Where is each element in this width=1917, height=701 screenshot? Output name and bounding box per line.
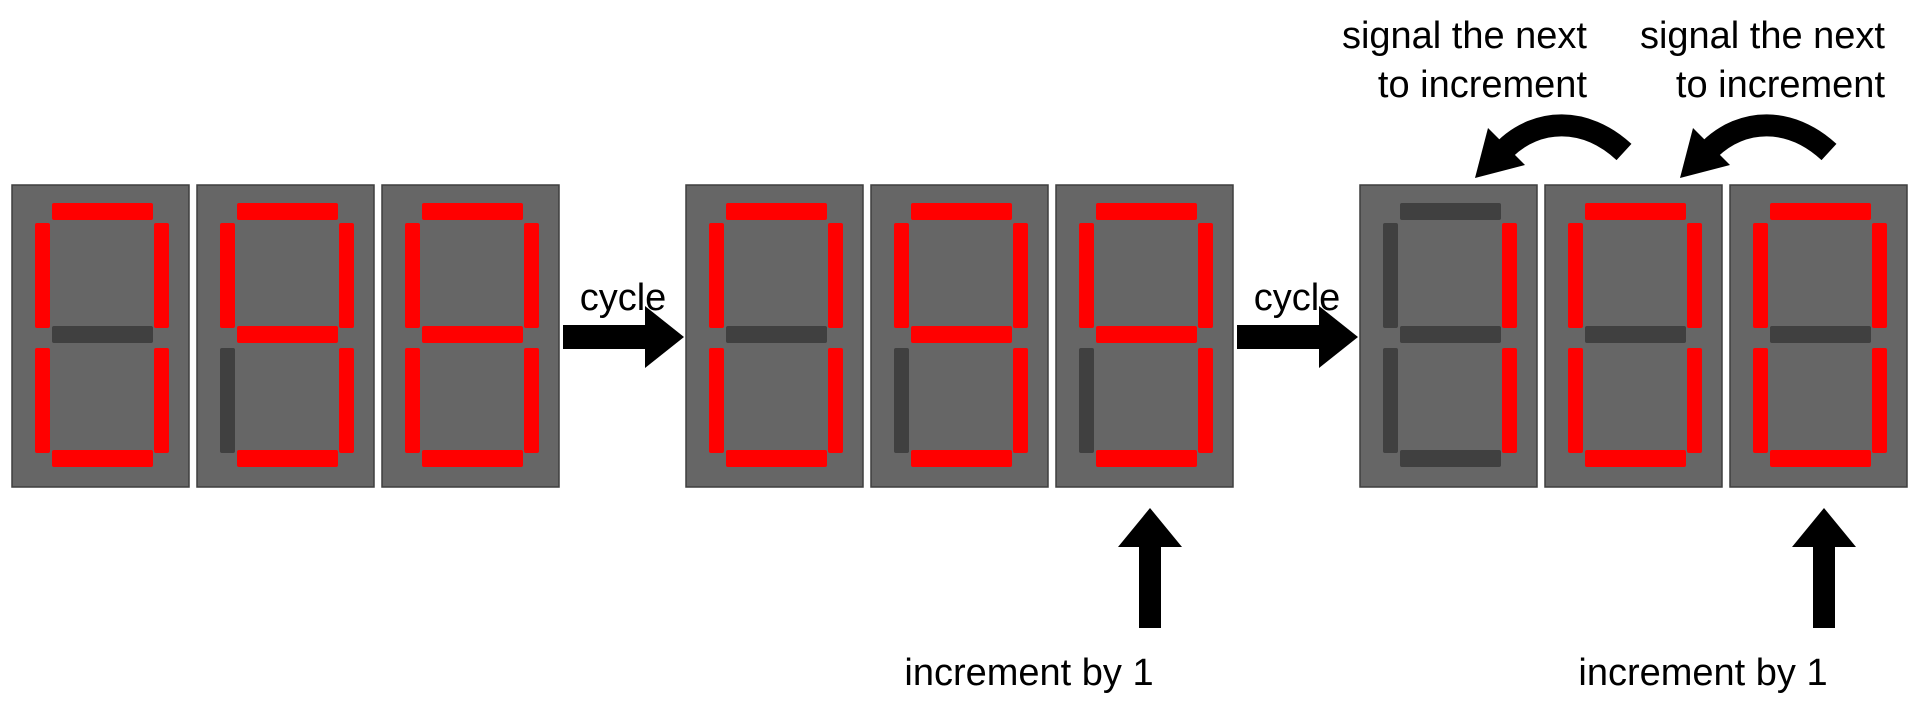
seven-segment-digit — [685, 184, 864, 488]
segment-f-on — [220, 223, 235, 328]
curved-arrow-icon — [1702, 114, 1837, 161]
segment-d-on — [237, 450, 338, 467]
segment-c-on — [1502, 348, 1517, 453]
segment-a-on — [1770, 203, 1871, 220]
up-arrow-icon — [1118, 508, 1182, 628]
segment-c-on — [154, 348, 169, 453]
segment-e-on — [405, 348, 420, 453]
segment-e-on — [1568, 348, 1583, 453]
segment-e-off — [1079, 348, 1094, 453]
seven-segment-digit — [1544, 184, 1723, 488]
segment-e-off — [894, 348, 909, 453]
segment-d-on — [1770, 450, 1871, 467]
segment-c-on — [1687, 348, 1702, 453]
segment-g-off — [1585, 326, 1686, 343]
cycle-arrow-2: cycle — [1237, 277, 1358, 368]
segment-g-on — [911, 326, 1012, 343]
signal-label-1-line2: to increment — [1378, 64, 1588, 106]
right-arrow-icon — [1237, 306, 1358, 368]
segment-b-on — [1502, 223, 1517, 328]
segment-c-on — [1198, 348, 1213, 453]
segment-b-on — [1198, 223, 1213, 328]
segment-e-off — [220, 348, 235, 453]
segment-c-on — [1872, 348, 1887, 453]
seven-segment-digit — [870, 184, 1049, 488]
segment-b-on — [524, 223, 539, 328]
segment-f-on — [709, 223, 724, 328]
digits-layer — [11, 184, 1908, 488]
increment-pointer-2: increment by 1 — [1578, 508, 1856, 694]
curved-arrow-icon — [1497, 114, 1632, 161]
segment-g-on — [1096, 326, 1197, 343]
segment-b-on — [154, 223, 169, 328]
segment-f-on — [1568, 223, 1583, 328]
segment-g-on — [237, 326, 338, 343]
segment-c-on — [828, 348, 843, 453]
signal-label-2-line2: to increment — [1676, 64, 1886, 106]
segment-d-on — [422, 450, 523, 467]
segment-a-on — [726, 203, 827, 220]
segment-b-on — [339, 223, 354, 328]
segment-e-on — [35, 348, 50, 453]
segment-b-on — [1872, 223, 1887, 328]
segment-a-on — [1096, 203, 1197, 220]
segment-f-on — [1079, 223, 1094, 328]
seven-segment-digit — [1729, 184, 1908, 488]
segment-d-off — [1400, 450, 1501, 467]
seven-segment-digit — [1055, 184, 1234, 488]
segment-g-off — [726, 326, 827, 343]
segment-a-on — [1585, 203, 1686, 220]
digit-group-1 — [11, 184, 560, 488]
cycle-label-1: cycle — [580, 277, 667, 319]
cycle-arrow-1: cycle — [563, 277, 684, 368]
seven-segment-digit — [196, 184, 375, 488]
cycle-label-2: cycle — [1254, 277, 1341, 319]
segment-a-on — [911, 203, 1012, 220]
segment-d-on — [1585, 450, 1686, 467]
segment-f-on — [1753, 223, 1768, 328]
signal-label-1-line1: signal the next — [1342, 15, 1587, 57]
segment-f-on — [35, 223, 50, 328]
right-arrow-icon — [563, 306, 684, 368]
arrowhead-icon — [1680, 128, 1730, 178]
segment-a-on — [237, 203, 338, 220]
arrowhead-icon — [1475, 128, 1525, 178]
segment-d-on — [911, 450, 1012, 467]
segment-b-on — [1013, 223, 1028, 328]
segment-d-on — [1096, 450, 1197, 467]
segment-c-on — [1013, 348, 1028, 453]
segment-c-on — [524, 348, 539, 453]
segment-b-on — [1687, 223, 1702, 328]
segment-g-off — [1400, 326, 1501, 343]
digit-group-2 — [685, 184, 1234, 488]
segment-d-on — [726, 450, 827, 467]
seven-segment-digit — [1359, 184, 1538, 488]
segment-e-off — [1383, 348, 1398, 453]
segment-c-on — [339, 348, 354, 453]
segment-g-on — [422, 326, 523, 343]
segment-e-on — [709, 348, 724, 453]
segment-d-on — [52, 450, 153, 467]
segment-e-on — [1753, 348, 1768, 453]
segment-b-on — [828, 223, 843, 328]
segment-g-off — [52, 326, 153, 343]
signal-arrow-2: signal the next to increment — [1640, 15, 1886, 178]
signal-label-2-line1: signal the next — [1640, 15, 1885, 57]
signal-arrow-1: signal the next to increment — [1342, 15, 1632, 178]
segment-f-on — [405, 223, 420, 328]
segment-a-on — [52, 203, 153, 220]
seven-segment-digit — [381, 184, 560, 488]
segment-g-off — [1770, 326, 1871, 343]
segment-a-off — [1400, 203, 1501, 220]
digit-group-3 — [1359, 184, 1908, 488]
segment-f-off — [1383, 223, 1398, 328]
segment-f-on — [894, 223, 909, 328]
increment-label-2: increment by 1 — [1578, 652, 1827, 694]
up-arrow-icon — [1792, 508, 1856, 628]
segment-a-on — [422, 203, 523, 220]
seven-segment-digit — [11, 184, 190, 488]
increment-label-1: increment by 1 — [904, 652, 1153, 694]
increment-pointer-1: increment by 1 — [904, 508, 1182, 694]
